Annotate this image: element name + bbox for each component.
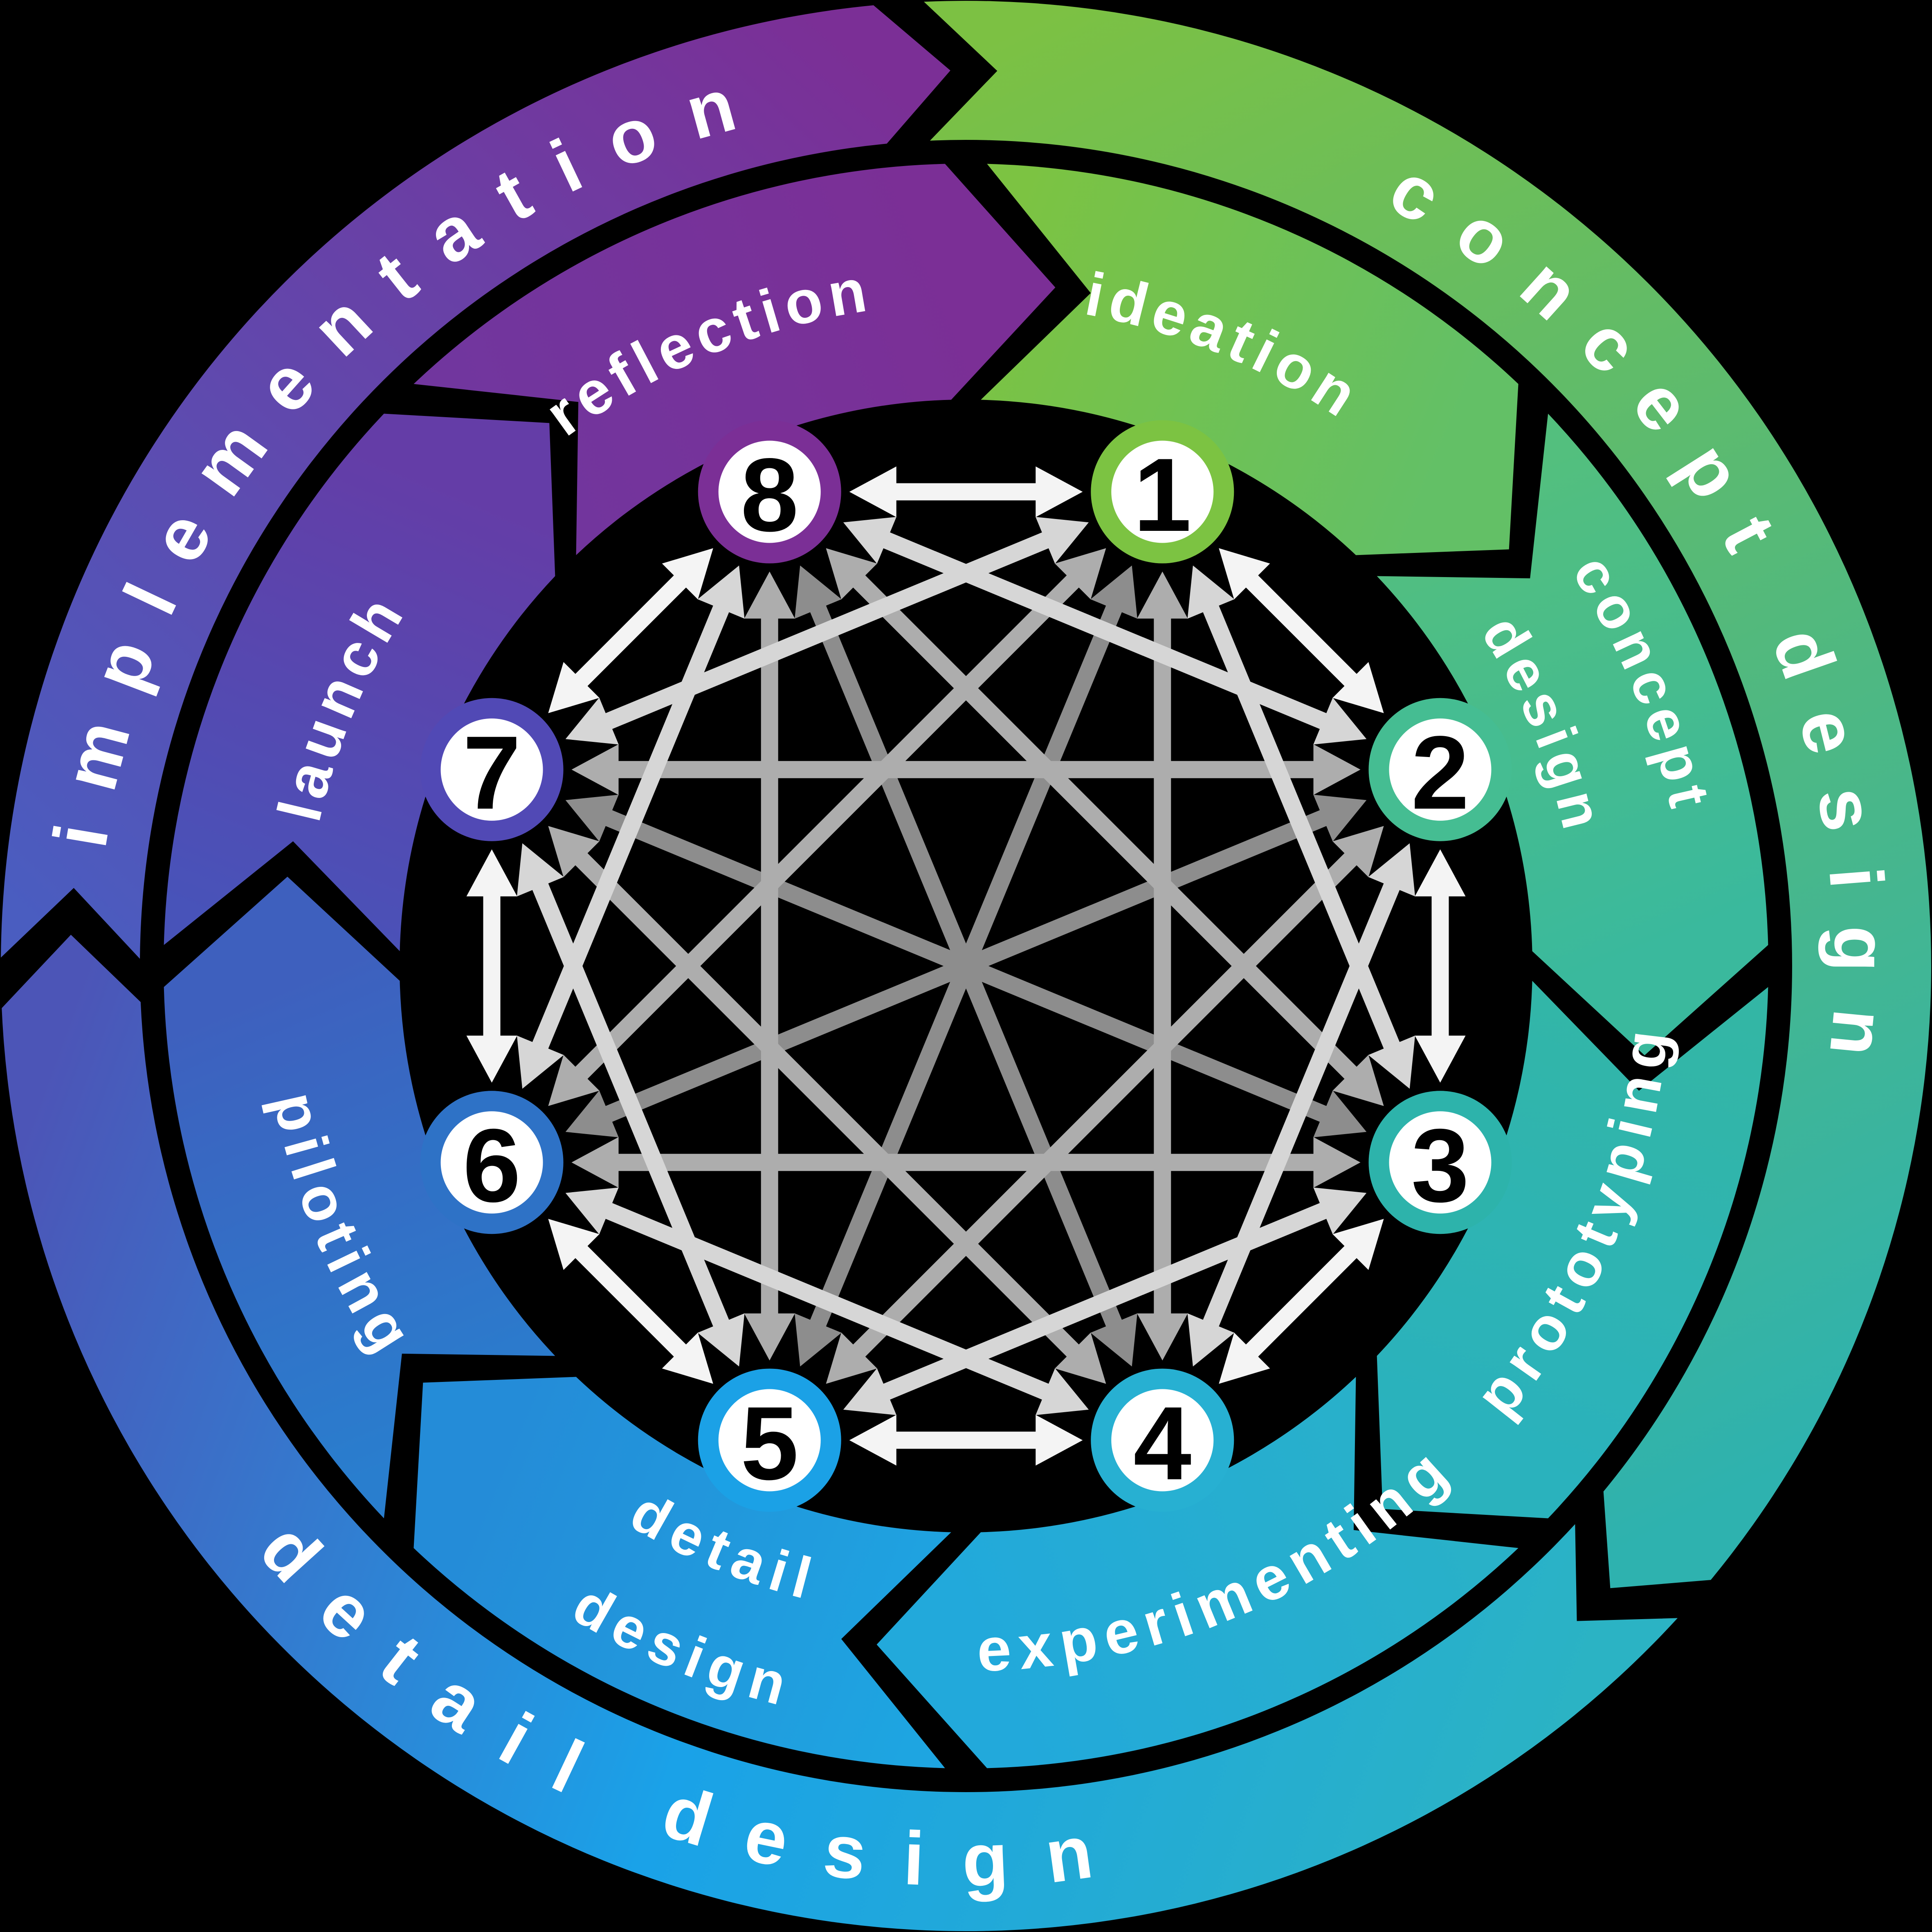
edge-arrow-1-8 [849, 466, 1083, 517]
node-prototyping: 3 [1368, 1091, 1512, 1234]
edge-arrow-2-8 [843, 517, 1367, 745]
node-disc-1 [1111, 440, 1214, 543]
edge-arrow-4-7 [548, 826, 1106, 1384]
inner-arc-ideation [981, 164, 1519, 555]
edge-arrow-5-6 [548, 1219, 713, 1384]
edge-arrow-3-4 [1219, 1219, 1384, 1384]
node-number-6: 6 [463, 1108, 521, 1224]
edge-arrow-2-7 [571, 744, 1361, 795]
edge-arrow-6-7 [466, 849, 517, 1083]
edge-arrow-1-4 [1137, 571, 1188, 1361]
node-detail-design: 5 [698, 1368, 841, 1512]
node-launch: 7 [420, 698, 564, 841]
node-ideation: 1 [1091, 420, 1234, 564]
edge-arrow-4-5 [849, 1415, 1083, 1466]
inner-arc-experimenting [876, 1377, 1519, 1768]
node-piloting: 6 [420, 1091, 564, 1234]
node-number-4: 4 [1133, 1385, 1191, 1502]
node-reflection: 8 [698, 420, 841, 564]
node-number-5: 5 [741, 1385, 799, 1502]
node-disc-7 [440, 718, 543, 821]
connection-arrows [466, 466, 1466, 1466]
node-disc-4 [1111, 1389, 1214, 1492]
node-concept-design: 2 [1368, 698, 1512, 841]
inner-arc-reflection [413, 164, 1056, 555]
node-number-2: 2 [1411, 714, 1469, 831]
outer-arc-implementation [1, 5, 950, 959]
inner-arc-concept-design [1377, 413, 1768, 1056]
inner-arc-prototyping [1377, 981, 1768, 1519]
inner-step-ring [164, 164, 1768, 1768]
node-disc-3 [1389, 1111, 1492, 1214]
node-number-7: 7 [463, 714, 521, 831]
node-experimenting: 4 [1091, 1368, 1234, 1512]
node-number-3: 3 [1411, 1108, 1469, 1224]
edge-arrow-3-8 [826, 548, 1384, 1106]
node-number-1: 1 [1133, 437, 1191, 553]
node-disc-8 [718, 440, 821, 543]
inner-arc-piloting [164, 876, 555, 1519]
edge-arrow-2-3 [1415, 849, 1466, 1083]
edge-arrow-1-2 [1219, 548, 1384, 713]
node-number-8: 8 [741, 437, 799, 553]
edge-arrow-6-8 [517, 565, 745, 1089]
step-nodes: 1 2 3 4 5 6 7 8 [420, 420, 1512, 1512]
node-disc-2 [1389, 718, 1492, 821]
inner-arc-launch [164, 413, 555, 951]
edge-arrow-3-6 [571, 1137, 1361, 1188]
outer-arc-detail-design [2, 935, 1678, 1932]
inner-arc-detail-design [413, 1377, 951, 1768]
node-disc-5 [718, 1389, 821, 1492]
edge-arrow-5-8 [744, 571, 795, 1361]
node-disc-6 [440, 1111, 543, 1214]
edge-arrow-7-8 [548, 548, 713, 713]
outer-arc-concept-design [924, 1, 1932, 1588]
